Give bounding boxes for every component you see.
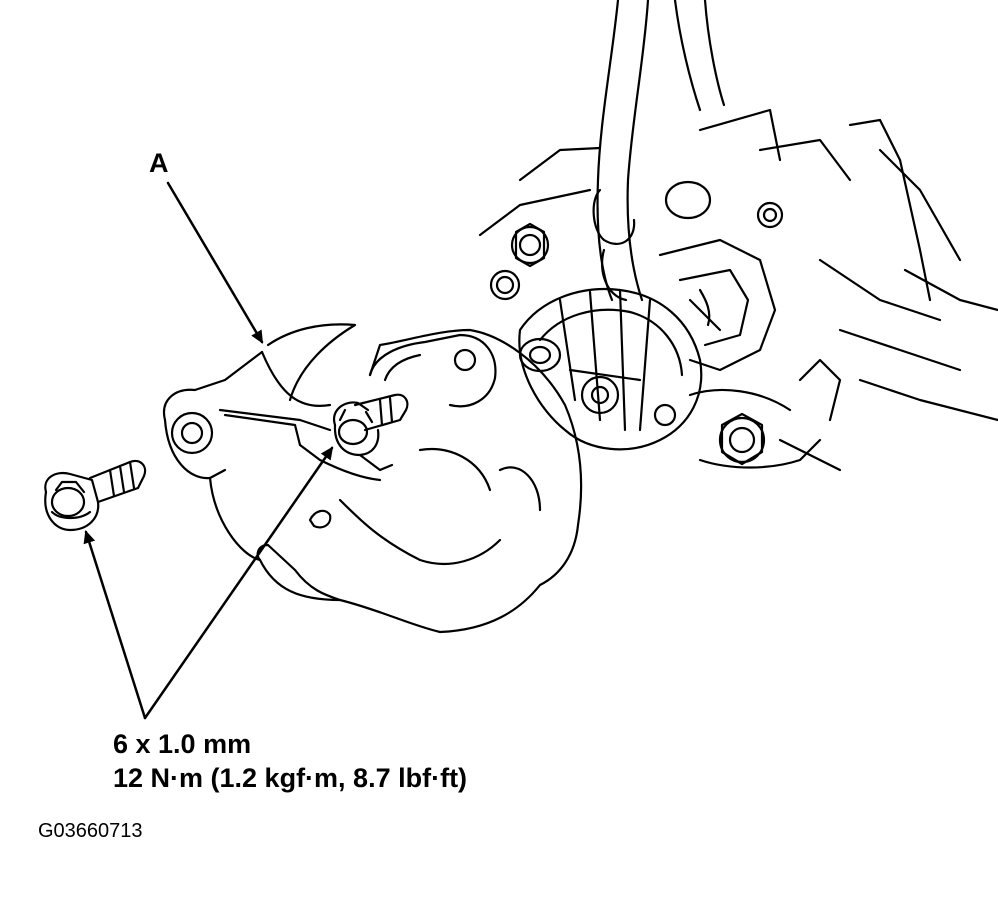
housing-bolt [756, 201, 784, 229]
cable-clip [664, 180, 712, 220]
callout-label-a: A [149, 148, 169, 178]
housing-bolt [489, 269, 521, 301]
bolt-size-spec: 6 x 1.0 mm [113, 729, 252, 759]
wire-harness [596, 0, 620, 302]
engine-assembly [478, 0, 998, 472]
bolt-torque-spec: 12 N·m (1.2 kgf·m, 8.7 lbf·ft) [113, 763, 468, 793]
housing-bolt [510, 225, 550, 265]
figure-code: G03660713 [38, 820, 143, 842]
bolt-spec-leader-left [83, 530, 147, 720]
bracket-bolt-hole [453, 348, 477, 372]
connector [658, 238, 777, 372]
mount-bracket [162, 323, 583, 634]
bracket-bolt-hole [170, 411, 214, 455]
bracket-body [162, 350, 264, 422]
range-switch [518, 288, 703, 451]
bolt-spec-leader-right [143, 446, 334, 720]
bolt-installed [332, 393, 409, 472]
connector-bolt [653, 403, 677, 427]
bolt-loose [44, 459, 147, 532]
housing-bolt [718, 416, 766, 464]
callout-a-leader [166, 181, 264, 344]
